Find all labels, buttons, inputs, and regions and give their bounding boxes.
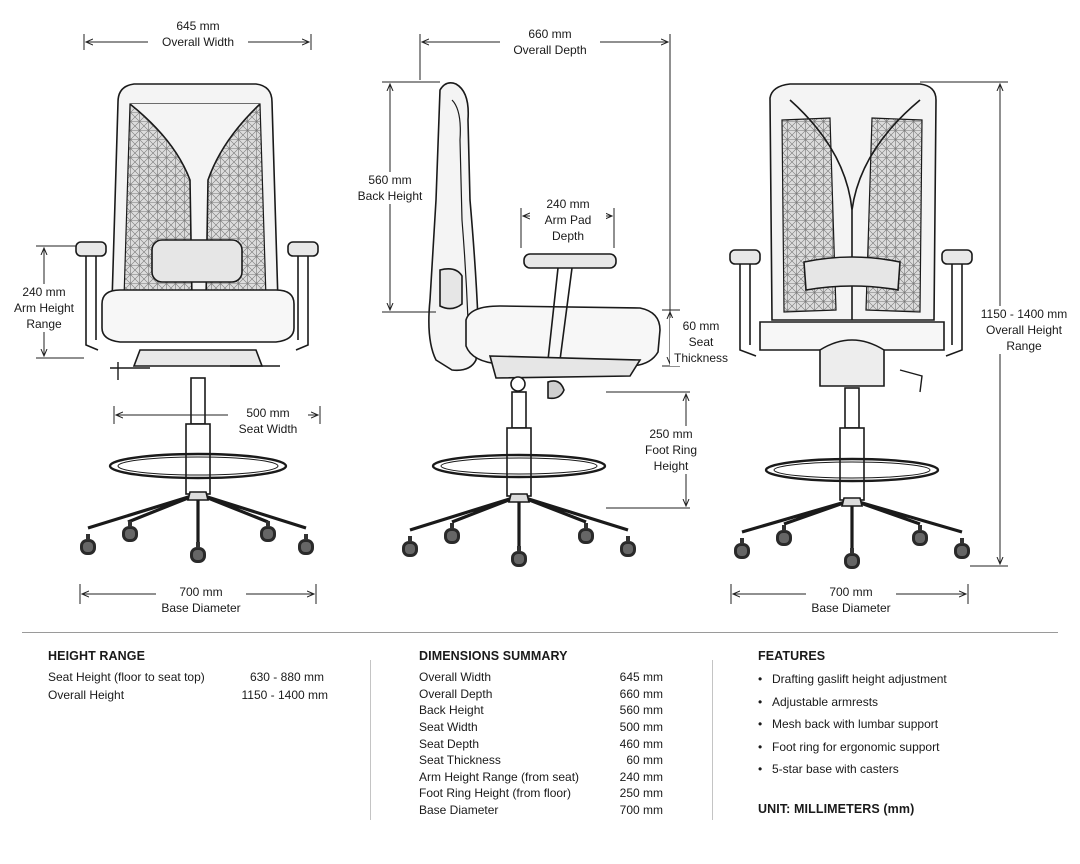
caster-icon xyxy=(620,536,636,557)
overall-width-label: 645 mm Overall Width xyxy=(148,18,248,50)
caster-icon xyxy=(402,536,418,557)
caster-icon xyxy=(511,546,527,567)
caster-icon xyxy=(578,523,594,544)
overall-height-range-label: 1150 - 1400 mm Overall Height Range xyxy=(972,306,1076,354)
arm-height-range-label: 240 mm Arm Height Range xyxy=(4,284,84,332)
seat-width-label: 500 mm Seat Width xyxy=(228,405,308,437)
feature-item: •Mesh back with lumbar support xyxy=(758,717,939,731)
height-range-title: HEIGHT RANGE xyxy=(48,649,146,663)
caster-icon xyxy=(122,521,138,542)
caster-icon xyxy=(776,525,792,546)
summary-row: Arm Height Range (from seat)240 mm xyxy=(419,770,663,784)
column-divider xyxy=(370,660,371,820)
feature-item: •Foot ring for ergonomic support xyxy=(758,740,940,754)
column-divider xyxy=(712,660,713,820)
front-view-chair xyxy=(75,83,319,546)
base-diameter-front-label: 700 mm Base Diameter xyxy=(156,584,246,616)
chair-drawings xyxy=(36,34,1008,604)
caster-icon xyxy=(844,548,860,569)
side-view-chair xyxy=(409,82,661,548)
base-diameter-back-label: 700 mm Base Diameter xyxy=(806,584,896,616)
features-title: FEATURES xyxy=(758,649,826,663)
caster-icon xyxy=(190,542,206,563)
summary-row: Foot Ring Height (from floor)250 mm xyxy=(419,786,663,800)
section-divider xyxy=(22,632,1058,633)
caster-icon xyxy=(298,534,314,555)
feature-item: •Drafting gaslift height adjustment xyxy=(758,672,947,686)
arm-pad-depth-label: 240 mm Arm Pad Depth xyxy=(530,196,606,244)
caster-icon xyxy=(444,523,460,544)
unit-note: UNIT: MILLIMETERS (mm) xyxy=(758,802,915,816)
caster-icon xyxy=(80,534,96,555)
caster-icon xyxy=(734,538,750,559)
foot-ring-height-label: 250 mm Foot Ring Height xyxy=(636,426,706,474)
feature-item: •Adjustable armrests xyxy=(758,695,879,709)
height-range-row: Seat Height (floor to seat top)630 - 880… xyxy=(48,670,324,684)
back-view-chair xyxy=(729,83,973,550)
caster-icon xyxy=(260,521,276,542)
caster-icon xyxy=(912,525,928,546)
dimensions-summary-title: DIMENSIONS SUMMARY xyxy=(419,649,568,663)
overall-depth-label: 660 mm Overall Depth xyxy=(500,26,600,58)
feature-item: •5-star base with casters xyxy=(758,762,899,776)
back-height-label: 560 mm Back Height xyxy=(352,172,428,204)
seat-thickness-label: 60 mm Seat Thickness xyxy=(670,318,732,366)
caster-icon xyxy=(954,538,970,559)
